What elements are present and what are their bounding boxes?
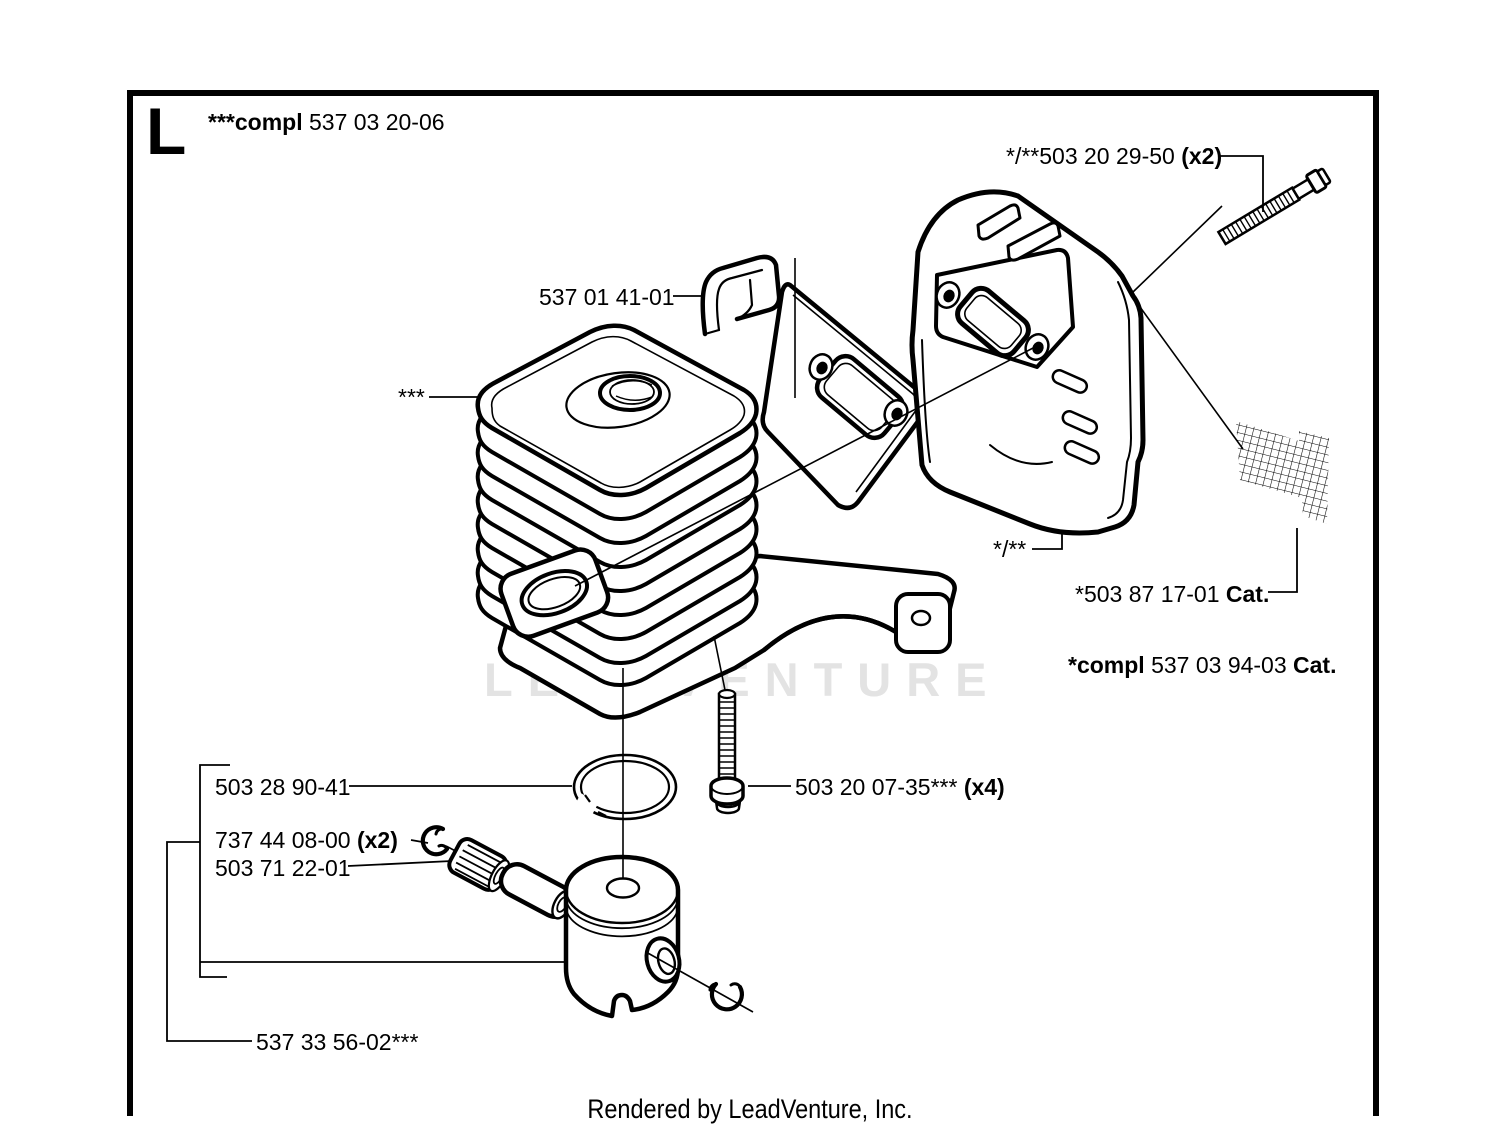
assembly-alignment-lines <box>574 205 1244 1013</box>
pin-clip-alignment-line <box>645 951 754 1013</box>
piston-ring-drawing <box>572 753 678 821</box>
catalytic-screen-drawing <box>1236 421 1329 524</box>
label-cylinder: *** <box>398 384 425 410</box>
label-piston-ring: 503 28 90-41 <box>215 774 351 800</box>
muffler-drawing <box>909 189 1146 536</box>
label-cylinder-bolt: 503 20 07-35*** (x4) <box>795 774 1005 800</box>
cylinder-drawing <box>478 326 757 688</box>
leader-muffler-label <box>1032 531 1063 550</box>
cylinder-bolt-drawing <box>709 688 745 815</box>
circlip-upper-drawing <box>420 825 450 857</box>
label-catalytic-screen: *503 87 17-01 Cat. <box>1075 581 1270 607</box>
top-vent-slot <box>1006 221 1062 262</box>
leader-lines <box>166 155 1298 1042</box>
label-retainer-clip: 537 01 41-01 <box>539 284 675 310</box>
leader-screw-label <box>1218 155 1264 212</box>
muffler-gasket-alignment-line <box>574 346 1036 587</box>
bracket-piston-group <box>199 764 230 978</box>
label-muffler-screw: */**503 20 29-50 (x2) <box>1006 143 1223 169</box>
label-catalytic-complete: *compl 537 03 94-03 Cat. <box>1068 652 1337 678</box>
bolt-alignment-line <box>713 635 726 691</box>
leader-circlip-label <box>410 839 429 844</box>
muffler-screw-drawing <box>1216 167 1332 246</box>
piston-drawing <box>563 854 682 1019</box>
leader-bearing-label <box>347 860 453 867</box>
bracket-piston-kit <box>166 841 252 1042</box>
plug-recess <box>565 371 671 429</box>
leader-screen-label <box>1268 528 1298 593</box>
screw-alignment-line <box>1132 205 1223 293</box>
footer-credit: Rendered by LeadVenture, Inc. <box>587 1094 913 1124</box>
label-needle-bearing: 503 71 22-01 <box>215 855 351 881</box>
label-complete-assembly: ***compl 537 03 20-06 <box>208 109 445 135</box>
label-piston: 537 33 56-02*** <box>256 1029 419 1055</box>
page-border-frame <box>127 90 1379 1116</box>
exhaust-flange <box>498 547 611 639</box>
retainer-clip-drawing <box>700 254 782 337</box>
circlip-lower-drawing <box>708 981 744 1012</box>
label-circlip: 737 44 08-00 (x2) <box>215 827 398 853</box>
label-muffler: */** <box>993 536 1027 562</box>
top-vent-slot <box>976 203 1022 241</box>
section-letter: L <box>146 94 186 168</box>
screen-alignment-line <box>1139 306 1244 450</box>
